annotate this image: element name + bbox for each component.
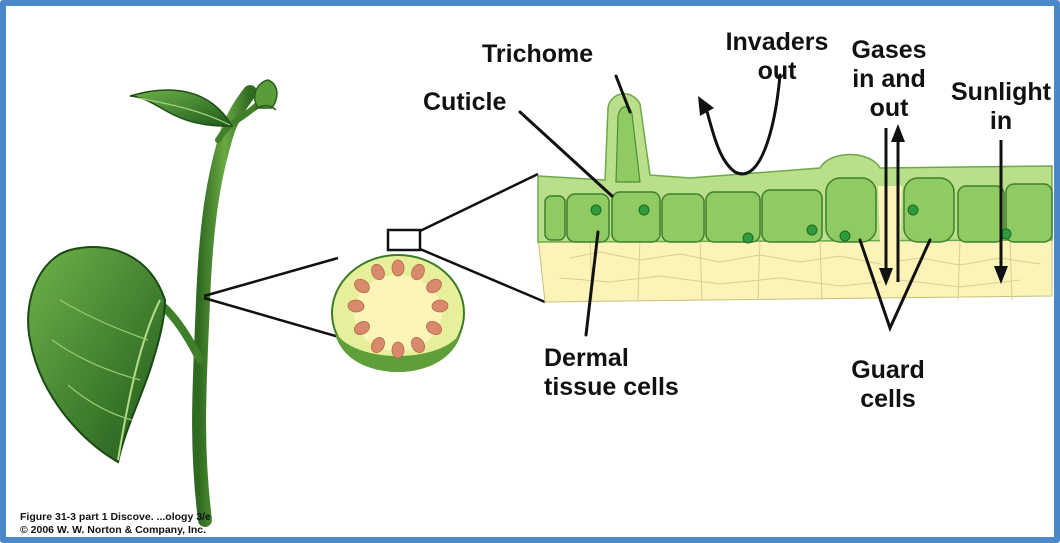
label-sunlight-line2: in xyxy=(944,107,1058,136)
label-dermal-tissue-cells: Dermal tissue cells xyxy=(544,344,679,402)
label-invaders-line2: out xyxy=(712,57,842,86)
stem-cross-section xyxy=(332,230,464,372)
label-dermal-line2: tissue cells xyxy=(544,373,679,402)
label-guard-line1: Guard xyxy=(838,356,938,385)
plant-top-leaf xyxy=(130,90,232,126)
caption-line2: © 2006 W. W. Norton & Company, Inc. xyxy=(20,524,211,537)
label-invaders-out: Invaders out xyxy=(712,28,842,86)
plant-large-leaf xyxy=(28,247,165,462)
label-guard-cells: Guard cells xyxy=(838,356,938,414)
label-gases-line2: in and xyxy=(842,65,936,94)
zoom-box xyxy=(388,230,420,250)
plant-bud xyxy=(255,80,277,110)
label-invaders-line1: Invaders xyxy=(712,28,842,57)
label-gases: Gases in and out xyxy=(842,36,936,123)
label-cuticle: Cuticle xyxy=(423,88,506,117)
plant-stem xyxy=(155,92,258,520)
label-guard-line2: cells xyxy=(838,385,938,414)
caption-line1: Figure 31-3 part 1 Discove. ...ology 3/e xyxy=(20,511,211,524)
invaders-arrow xyxy=(698,75,780,174)
label-sunlight: Sunlight in xyxy=(944,78,1058,136)
label-trichome: Trichome xyxy=(482,40,593,69)
figure-caption: Figure 31-3 part 1 Discove. ...ology 3/e… xyxy=(20,511,211,537)
label-sunlight-line1: Sunlight xyxy=(944,78,1058,107)
label-dermal-line1: Dermal xyxy=(544,344,679,373)
label-gases-line1: Gases xyxy=(842,36,936,65)
label-gases-line3: out xyxy=(842,94,936,123)
